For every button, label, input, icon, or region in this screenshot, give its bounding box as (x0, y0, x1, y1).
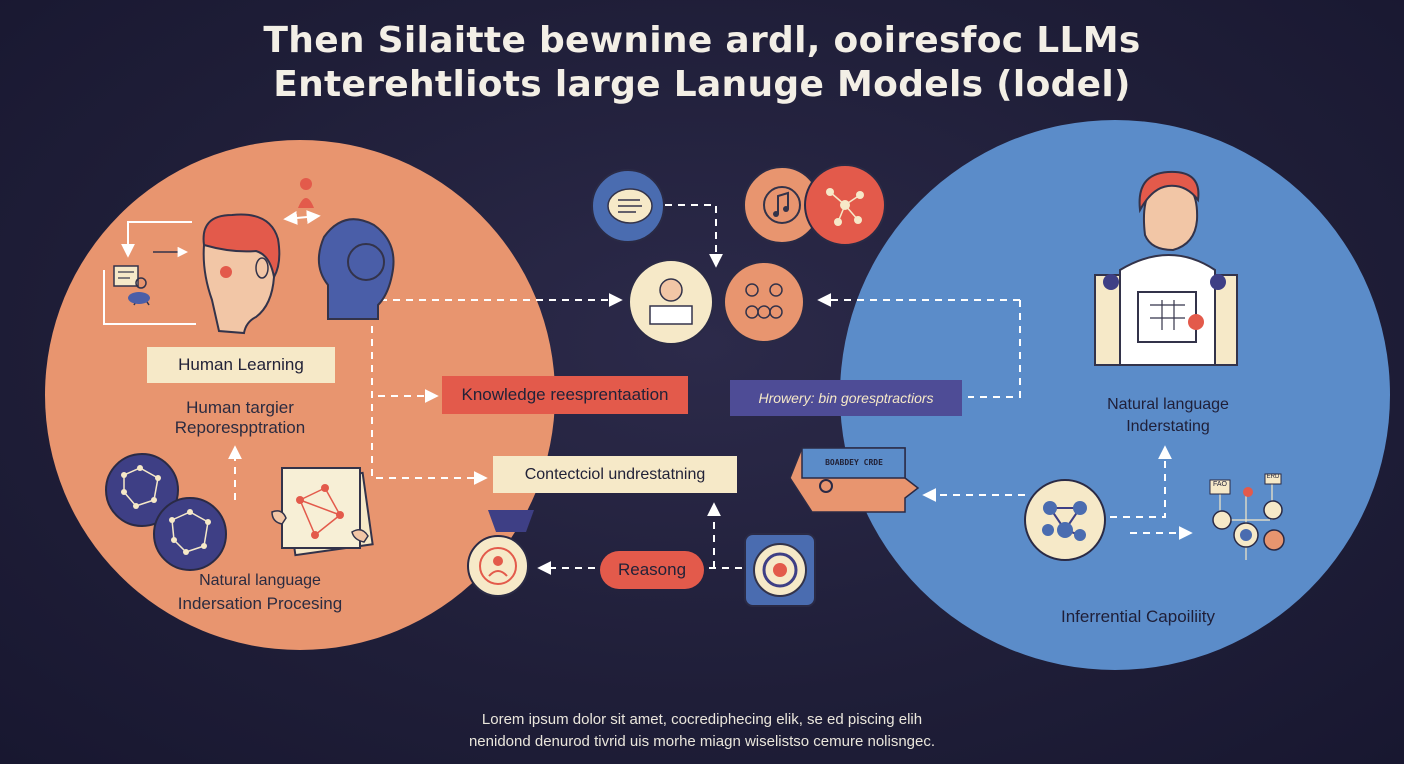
user-analyst-icon (1094, 170, 1238, 366)
mini-label-fao: FAO (1212, 481, 1227, 488)
group-people-icon (723, 261, 805, 343)
reasoning-pill: Reasong (600, 551, 704, 589)
banner-icon (789, 447, 920, 513)
footer-line-2: nenidond denurod tivrid uis morhe miagn … (468, 733, 936, 750)
robot-network-icon (1024, 479, 1106, 561)
node-graph-icon (804, 164, 886, 246)
human-learning-box: Human Learning (147, 347, 335, 383)
person-reading-icon (628, 259, 714, 345)
nlu-line-2: Inderstating (1126, 418, 1210, 435)
flow-network-icon (1209, 473, 1285, 560)
chat-bubble-icon (591, 169, 665, 243)
nlp-line-1: Natural language (199, 572, 321, 589)
small-figure-icon (283, 178, 321, 225)
connectors (228, 204, 1193, 575)
person-badge-icon (467, 510, 534, 597)
title-line-1: Then Silaitte bewnine ardl, ooiresfoc LL… (263, 20, 1141, 61)
contextual-understanding-box: Contectciol undrestatning (493, 456, 737, 493)
nlp-line-2: Indersation Procesing (177, 594, 343, 613)
document-network-icon (271, 467, 374, 557)
footer-line-1: Lorem ipsum dolor sit amet, cocredipheci… (481, 711, 923, 728)
knowledge-representation-box: Knowledge reesprentaation (442, 376, 688, 414)
representation-line-1: Human targier (186, 398, 294, 417)
network-graph-icon (105, 453, 227, 571)
person-head-icon (202, 213, 281, 335)
howery-box: Hrowery: bin goresptractiors (730, 380, 962, 416)
profile-silhouette-icon (317, 218, 395, 320)
target-icon (744, 533, 816, 607)
banner-text: BOABDEY CRDE (825, 458, 883, 467)
inferential-capability-label: Inferrential Capoiliity (1060, 607, 1215, 626)
mini-label-erd: ERD (1266, 474, 1280, 480)
nlu-line-1: Natural language (1107, 396, 1229, 413)
title-line-2: Enterehtliots large Lanuge Models (lodel… (273, 64, 1131, 105)
whiteboard-icon (103, 221, 196, 325)
representation-line-2: Reporespptration (174, 418, 306, 437)
